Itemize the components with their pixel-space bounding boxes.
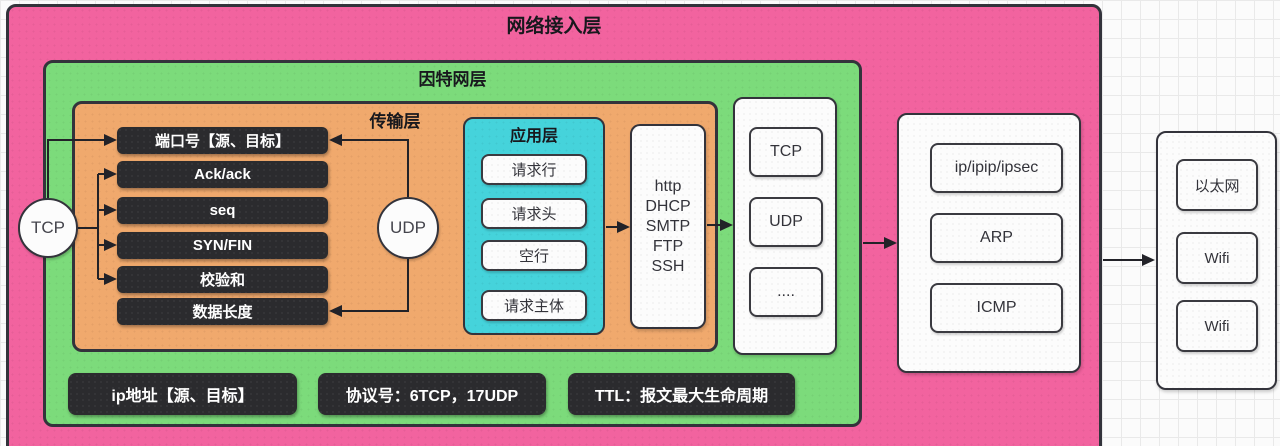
ip-field-ttl: TTL：报文最大生命周期 <box>568 373 795 415</box>
app-protocol-ssh: SSH <box>651 257 685 275</box>
link-type-wifi-2: Wifi <box>1176 300 1258 352</box>
internet-protocol-icmp: ICMP <box>930 283 1063 333</box>
layer-transport-title: 传输层 <box>369 112 421 131</box>
internet-protocol-arp: ARP <box>930 213 1063 263</box>
app-protocol-smtp: SMTP <box>645 217 691 235</box>
tcp-field-seq: seq <box>117 197 328 224</box>
layer-application-title: 应用层 <box>509 128 558 145</box>
ip-field-address: ip地址【源、目标】 <box>68 373 297 415</box>
layer-internet-title: 因特网层 <box>418 70 487 89</box>
tcp-field-port: 端口号【源、目标】 <box>117 127 328 154</box>
tcp-field-synfin: SYN/FIN <box>117 232 328 259</box>
transport-protocol-tcp: TCP <box>749 127 823 177</box>
link-type-ethernet: 以太网 <box>1176 159 1258 211</box>
app-protocol-http: http <box>654 177 682 195</box>
tcp-circle: TCP <box>18 198 78 258</box>
link-type-wifi-1: Wifi <box>1176 232 1258 284</box>
arrow-network-access-to-link-types <box>1103 254 1155 266</box>
app-protocol-dhcp: DHCP <box>645 197 691 215</box>
http-part-blank-line: 空行 <box>481 240 587 271</box>
http-part-request-line: 请求行 <box>481 154 587 185</box>
udp-circle: UDP <box>377 197 439 259</box>
ip-field-protocol-number: 协议号：6TCP，17UDP <box>318 373 546 415</box>
app-protocols-box: http DHCP SMTP FTP SSH <box>630 124 706 329</box>
http-part-request-headers: 请求头 <box>481 198 587 229</box>
layer-network-access-title: 网络接入层 <box>506 16 602 37</box>
tcp-field-ack: Ack/ack <box>117 161 328 188</box>
transport-protocol-udp: UDP <box>749 197 823 247</box>
internet-protocol-ip: ip/ipip/ipsec <box>930 143 1063 193</box>
transport-protocol-other: .... <box>749 267 823 317</box>
tcp-field-checksum: 校验和 <box>117 266 328 293</box>
app-protocol-ftp: FTP <box>652 237 684 255</box>
http-part-request-body: 请求主体 <box>481 290 587 321</box>
tcp-field-datalength: 数据长度 <box>117 298 328 325</box>
